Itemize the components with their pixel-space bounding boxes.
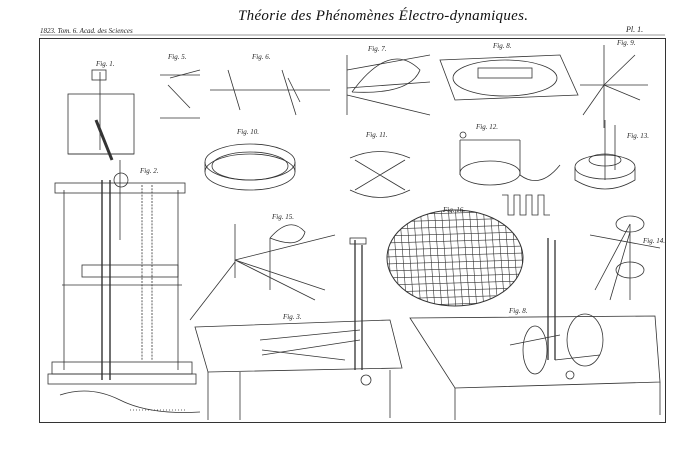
publication-caption: 1823. Tom. 6. Acad. des Sciences	[40, 27, 133, 35]
fig9-diagram	[580, 45, 648, 128]
fig12-diagram	[459, 131, 561, 186]
fig6-label: Fig. 6.	[252, 53, 271, 61]
fig9-label: Fig. 9.	[617, 39, 636, 47]
plate-frame	[39, 38, 666, 423]
fig10-diagram	[204, 143, 296, 191]
fig6-diagram	[210, 69, 330, 116]
plate-number: Pl. 1.	[626, 25, 644, 34]
fig11-diagram	[349, 151, 411, 198]
fig5-diagram	[160, 69, 201, 119]
fig7-label: Fig. 7.	[368, 45, 387, 53]
fig8-top-label: Fig. 8.	[493, 42, 512, 50]
plate-title: Théorie des Phénomènes Électro-dynamique…	[238, 8, 529, 24]
fig2-apparatus	[47, 160, 201, 413]
fig13-diagram	[502, 120, 636, 216]
fig1-label: Fig. 1.	[96, 60, 115, 68]
fig10-label: Fig. 10.	[237, 128, 259, 136]
fig16-grid	[386, 209, 524, 307]
fig1-diagram	[67, 69, 135, 161]
fig16-label: Fig. 16.	[443, 206, 465, 214]
fig11-label: Fig. 11.	[366, 131, 388, 139]
fig3-table	[194, 237, 403, 420]
plate-header: 1823. Tom. 6. Acad. des Sciences Théorie…	[0, 0, 700, 40]
fig8-bottom-label: Fig. 8.	[509, 307, 528, 315]
fig14-diagram	[589, 215, 661, 301]
fig7-diagram	[346, 54, 431, 116]
fig13-label: Fig. 13.	[627, 132, 649, 140]
fig8-top-diagram	[439, 54, 579, 101]
fig2-label: Fig. 2.	[140, 167, 159, 175]
fig8-bottom-table	[409, 238, 661, 420]
fig15-label: Fig. 15.	[272, 213, 294, 221]
fig5-label: Fig. 5.	[168, 53, 187, 61]
fig12-label: Fig. 12.	[476, 123, 498, 131]
fig15-diagram	[189, 224, 336, 321]
fig14-label: Fig. 14.	[643, 237, 665, 245]
fig3-label: Fig. 3.	[283, 313, 302, 321]
